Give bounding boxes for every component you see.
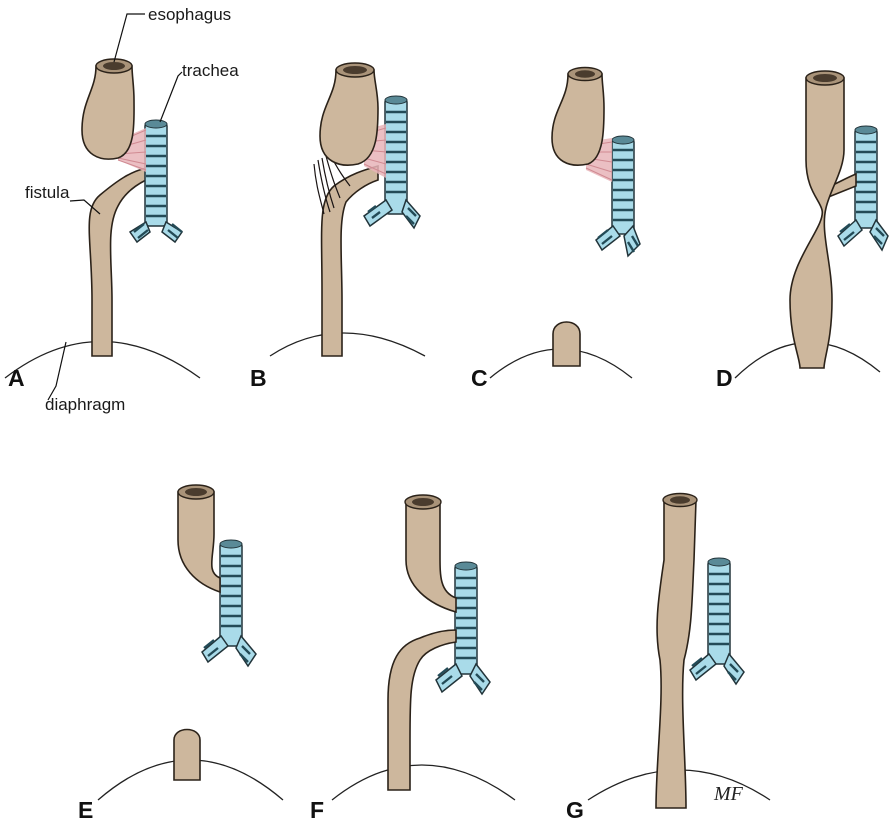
esophagus-d (790, 78, 844, 368)
panel-label-f: F (310, 797, 324, 823)
artist-signature: MF (713, 783, 744, 805)
upper-pouch-b (320, 70, 378, 165)
panel-g: G MF (566, 494, 770, 824)
distal-stump-c (553, 322, 580, 366)
label-esophagus: esophagus (148, 5, 231, 24)
panel-c: C (471, 68, 640, 392)
trachea-f (436, 562, 490, 694)
panel-label-g: G (566, 797, 584, 823)
upper-pouch-a (82, 66, 134, 159)
panel-a: esophagus trachea fistula diaphragm A (5, 5, 239, 414)
esophagus-g (656, 500, 696, 808)
diaphragm-f (332, 765, 515, 800)
panel-label-e: E (78, 797, 93, 823)
leader-esophagus (114, 14, 145, 62)
label-diaphragm: diaphragm (45, 395, 125, 414)
upper-pouch-c (552, 74, 604, 165)
distal-stump-e (174, 730, 200, 781)
leader-trachea (160, 72, 182, 122)
label-trachea: trachea (182, 61, 239, 80)
upper-esophagus-e (178, 492, 220, 592)
panel-e: E (78, 485, 283, 823)
upper-esophagus-f (406, 502, 456, 612)
panel-f: F (310, 495, 515, 823)
lower-esophagus-f (388, 630, 456, 790)
panel-label-d: D (716, 365, 733, 391)
panel-label-a: A (8, 365, 25, 391)
leader-diaphragm (48, 342, 66, 400)
diaphragm-b (270, 333, 425, 356)
panel-label-b: B (250, 365, 267, 391)
label-fistula: fistula (25, 183, 70, 202)
trachea-g (690, 558, 744, 684)
panel-label-c: C (471, 365, 488, 391)
panel-b: B (250, 63, 425, 391)
lower-esophagus-a (89, 168, 146, 356)
panel-d: D (716, 71, 888, 391)
